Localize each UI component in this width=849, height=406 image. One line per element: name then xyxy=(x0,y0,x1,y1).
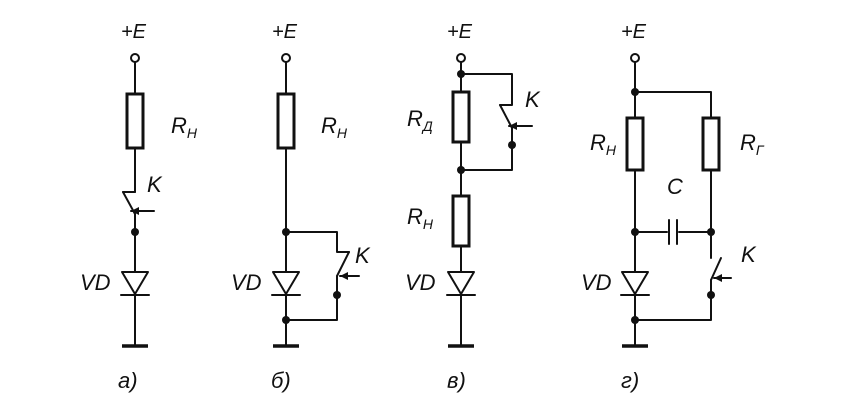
supply-label-v: +E xyxy=(447,21,473,43)
caption-g: г) xyxy=(621,368,639,393)
load-resistor-g xyxy=(625,116,645,172)
node-g-bottom xyxy=(631,316,639,324)
supply-terminal-g xyxy=(630,53,640,63)
extra-resistor-v xyxy=(451,90,471,144)
switch-arrowhead-a xyxy=(131,207,139,215)
label-rn-g: RН xyxy=(590,130,617,158)
switch-arrowhead-b xyxy=(340,272,348,280)
node-a xyxy=(131,228,139,236)
switch-blade-g xyxy=(710,257,722,281)
switch-wire-v-bottom xyxy=(460,127,513,171)
switch-arrowhead-g xyxy=(714,274,722,282)
caption-a: а) xyxy=(118,368,138,393)
gen-resistor-g xyxy=(701,116,721,172)
label-vd-v: VD xyxy=(405,270,436,295)
caption-v: в) xyxy=(447,368,466,393)
supply-label-a: +E xyxy=(121,21,147,43)
label-k-b: K xyxy=(355,243,371,268)
wire-g-top-right xyxy=(634,91,712,119)
label-vd-a: VD xyxy=(80,270,111,295)
diode-triangle-g xyxy=(621,271,649,295)
label-rd-v: RД xyxy=(407,106,433,134)
label-k-g: K xyxy=(741,242,757,267)
label-c-g: C xyxy=(667,174,683,199)
diode-triangle-a xyxy=(121,271,149,295)
label-rn-b: RН xyxy=(321,113,348,141)
circuit-g: +E RН RГ C K VD г) xyxy=(581,21,765,393)
load-resistor-a xyxy=(125,92,145,150)
switch-arrowhead-v xyxy=(509,122,517,130)
label-k-v: K xyxy=(525,87,541,112)
label-rn-a: RН xyxy=(171,113,198,141)
switch-wire-b-top xyxy=(285,231,350,253)
label-k-a: K xyxy=(147,172,163,197)
label-vd-b: VD xyxy=(231,270,262,295)
label-vd-g: VD xyxy=(581,270,612,295)
supply-terminal-a xyxy=(130,53,140,63)
supply-label-b: +E xyxy=(272,21,298,43)
diode-triangle-v xyxy=(447,271,475,295)
switch-wire-g-bottom xyxy=(634,279,712,321)
supply-terminal-b xyxy=(281,53,291,63)
label-rn-v: RН xyxy=(407,204,434,232)
switch-wire-b-bottom xyxy=(285,275,338,321)
load-resistor-v xyxy=(451,194,471,248)
switch-blade-b xyxy=(336,251,350,277)
circuit-v: +E RД K RН VD в) xyxy=(405,21,541,393)
switch-blade-v xyxy=(499,104,513,129)
supply-label-g: +E xyxy=(621,21,647,43)
circuit-a: +E RН K VD а) xyxy=(80,21,198,393)
caption-b: б) xyxy=(271,368,291,393)
load-resistor-b xyxy=(276,92,296,150)
circuit-b: +E RН K VD б) xyxy=(231,21,371,393)
label-rg-g: RГ xyxy=(740,130,765,158)
diode-triangle-b xyxy=(272,271,300,295)
switch-wire-v-top xyxy=(460,73,513,106)
supply-terminal-v xyxy=(456,53,466,63)
